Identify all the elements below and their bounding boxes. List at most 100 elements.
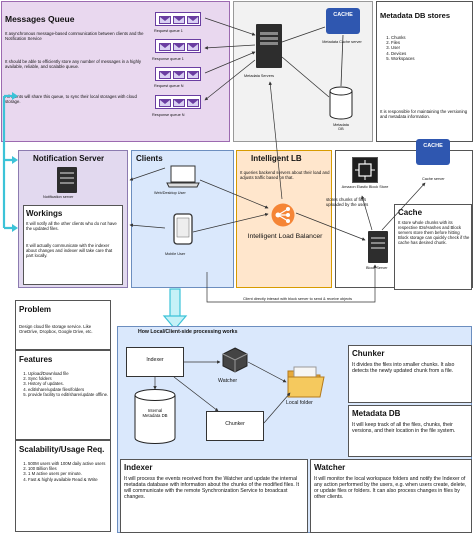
list-item: User	[391, 45, 415, 50]
request-queue-1	[155, 12, 201, 26]
processing-panel: How Local/Client-side processing works I…	[117, 326, 472, 533]
workings-p1: It will notify all the other clients who…	[26, 221, 117, 231]
internal-db-label: Internal Metadata DB	[142, 408, 168, 418]
mobile-icon	[173, 213, 193, 245]
metadata-db-desc: It will keep track of all the files, chu…	[352, 422, 456, 434]
metadata-db-panel: Metadata DB It will keep track of all th…	[348, 405, 472, 457]
watcher-panel: Watcher It will monitor the local worksp…	[310, 459, 472, 533]
scalability-panel: Scalability/Usage Req. 500M users with 1…	[15, 440, 111, 532]
notification-server-title: Notification Server	[33, 154, 105, 163]
block-server-icon	[368, 231, 388, 263]
chunker-node-label: Chunker	[225, 421, 245, 427]
list-item: provide facility to edit/share/update of…	[28, 392, 110, 397]
workings-panel: Workings It will notify all the other cl…	[23, 205, 123, 285]
lb-panel: Intelligent LB It queries backend server…	[236, 150, 332, 288]
envelope-icon	[159, 15, 171, 24]
messages-queue-p1: It asynchronous message-based communicat…	[5, 31, 144, 41]
envelope-icon	[159, 98, 171, 107]
laptop-icon	[166, 165, 200, 188]
list-item: edit/share/update files/folders	[28, 387, 110, 392]
cache-desc: It store whole chunks with its respectiv…	[398, 220, 470, 245]
response-queue-n	[155, 95, 201, 109]
indexer-node: Indexer	[126, 347, 184, 377]
request-queue-n	[155, 67, 201, 81]
envelope-icon	[159, 70, 171, 79]
list-item: Chunks	[391, 35, 415, 40]
cache-title: Cache	[398, 208, 423, 217]
list-item: Upload/Download file	[28, 371, 110, 376]
chunker-desc: It divides the files into smaller chunks…	[352, 362, 455, 374]
request-queue-n-label: Request queue N	[154, 84, 184, 88]
problem-title: Problem	[19, 305, 52, 314]
list-item: Devices	[391, 51, 415, 56]
envelope-icon	[173, 42, 185, 51]
storage-cache-icon: CACHE	[416, 139, 450, 165]
folder-icon	[287, 366, 325, 398]
workings-title: Workings	[26, 209, 63, 218]
list-item: 500M users with 100M daily active users	[28, 461, 110, 466]
web-user-label: Web/Desktop User	[154, 191, 186, 195]
watcher-desc: It will monitor the local workspace fold…	[314, 476, 467, 500]
clients-panel: Clients Web/Desktop User Mobile User	[131, 150, 234, 288]
local-folder-label: Local folder	[286, 400, 313, 406]
indexer-title: Indexer	[124, 463, 153, 472]
list-item: 1 M active users per minute.	[28, 471, 110, 476]
response-queue-1-label: Response queue 1	[152, 57, 184, 61]
client-note: Client directly interact with block serv…	[242, 297, 353, 301]
envelope-icon	[187, 98, 199, 107]
envelope-icon	[173, 70, 185, 79]
problem-desc: Design cloud file storage service. Like …	[19, 324, 93, 334]
notification-server-label: Notification server	[43, 195, 74, 199]
mobile-user-label: Mobile User	[165, 252, 186, 256]
messages-queue-p2: It should be able to efficiently store a…	[5, 59, 142, 69]
lb-desc: It queries backend servers about their l…	[240, 170, 330, 180]
chunker-title: Chunker	[352, 349, 385, 358]
workings-p2: It will actually communicate with the in…	[26, 243, 113, 258]
messages-queue-panel: Messages Queue It asynchronous message-b…	[1, 1, 230, 142]
metadata-servers-panel: Metadata Servers CACHE Metadata Cache se…	[233, 1, 373, 142]
storage-panel: Amazon Elastic Block Store CACHE Cache s…	[326, 139, 473, 290]
metadata-stores-title: Metadata DB stores	[380, 11, 451, 20]
watcher-node-label: Watcher	[218, 378, 238, 384]
chunker-node: Chunker	[206, 411, 264, 441]
notification-server-icon	[57, 167, 77, 193]
watcher-icon	[222, 347, 248, 373]
metadata-server-icon	[256, 24, 282, 68]
features-title: Features	[19, 355, 53, 364]
metadata-db-title: Metadata DB	[352, 409, 401, 418]
metadata-links	[281, 26, 344, 98]
lb-label: Intelligent Load Balancer	[247, 233, 323, 240]
list-item: History of updates.	[28, 381, 110, 386]
envelope-icon	[187, 15, 199, 24]
features-panel: Features Upload/Download file Sync folde…	[15, 350, 111, 440]
list-item: 100 Billion files	[28, 466, 110, 471]
problem-panel: Problem Design cloud file storage servic…	[15, 300, 111, 350]
request-queue-1-label: Request queue 1	[154, 29, 183, 33]
messages-queue-p3: All clients will share this queue, to sy…	[5, 94, 137, 104]
processing-links	[153, 360, 291, 424]
metadata-stores-list: Chunks Files User Devices Workspaces	[381, 35, 415, 61]
list-item: Workspaces	[391, 56, 415, 61]
load-balancer-icon	[271, 203, 295, 227]
metadata-stores-panel: Metadata DB stores Chunks Files User Dev…	[376, 1, 473, 142]
indexer-desc: It will process the events received from…	[124, 476, 300, 500]
ebs-icon	[352, 157, 378, 183]
messages-queue-title: Messages Queue	[5, 14, 75, 24]
scalability-title: Scalability/Usage Req.	[19, 445, 105, 454]
internal-db-icon	[134, 389, 176, 444]
indexer-panel: Indexer It will process the events recei…	[120, 459, 308, 533]
metadata-db-label: Metadata DB	[333, 123, 349, 132]
notification-server-panel: Notification Server Notification server …	[18, 150, 128, 288]
metadata-db-icon	[329, 86, 353, 120]
chunker-panel: Chunker It divides the files into smalle…	[348, 345, 472, 403]
metadata-cache-icon: CACHE	[326, 8, 360, 34]
metadata-cache-server-label: Metadata Cache server	[322, 40, 362, 44]
processing-title: How Local/Client-side processing works	[138, 329, 238, 335]
block-server-label: Block Server	[366, 266, 388, 270]
ebs-label: Amazon Elastic Block Store	[341, 185, 389, 189]
clients-title: Clients	[136, 154, 163, 163]
envelope-icon	[173, 98, 185, 107]
scalability-list: 500M users with 100M daily active users …	[18, 461, 110, 482]
cache-server-label: Cache server	[422, 177, 445, 181]
list-item: Sync folders	[28, 376, 110, 381]
